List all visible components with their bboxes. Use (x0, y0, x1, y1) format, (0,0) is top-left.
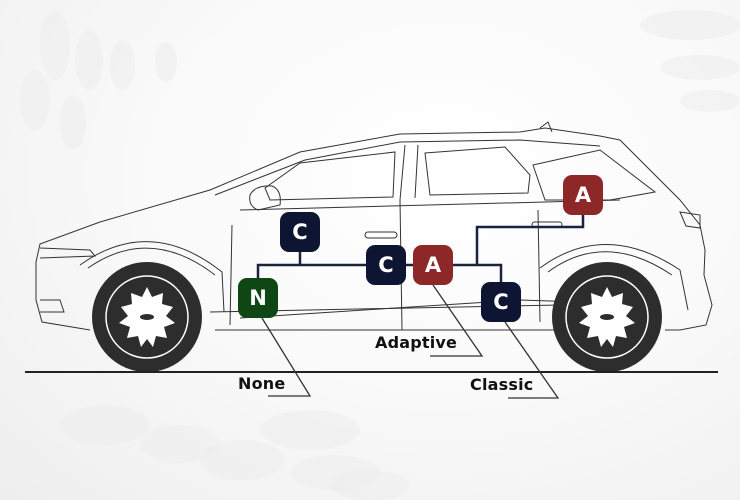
adaptive-label: Adaptive (375, 333, 458, 352)
classic-node-top: C (280, 212, 320, 252)
classic-node-middle: C (366, 245, 406, 285)
classic-node-right: C (481, 282, 521, 322)
classic-label: Classic (470, 375, 534, 394)
none-label: None (238, 374, 286, 393)
leader-lines (261, 284, 560, 399)
front-wheel (92, 262, 202, 372)
adaptive-node-top-right: A (563, 175, 603, 215)
none-node: N (238, 278, 278, 318)
rear-wheel (552, 262, 662, 372)
adaptive-node-middle: A (413, 245, 453, 285)
